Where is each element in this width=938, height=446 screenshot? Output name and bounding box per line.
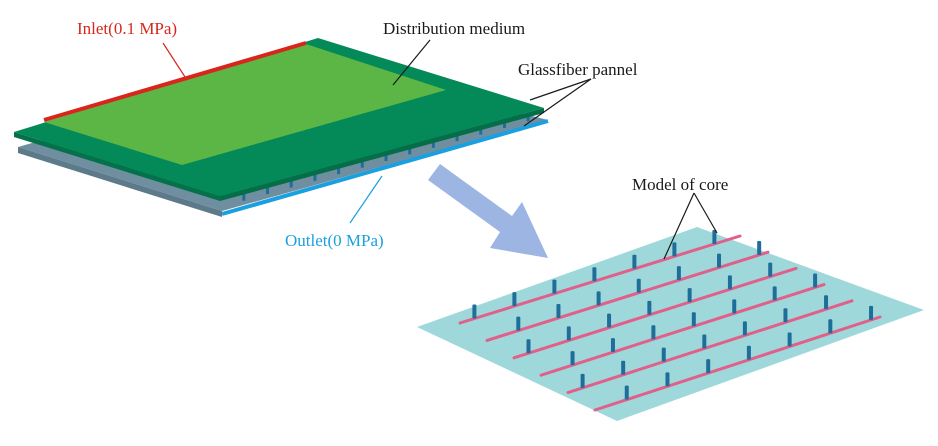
core-post [472, 304, 477, 319]
core-line [485, 250, 770, 342]
core-line [512, 266, 798, 360]
outlet-edge [221, 119, 549, 216]
core-post [526, 339, 531, 354]
core-post [828, 319, 833, 334]
core-post [408, 147, 412, 155]
core-post [313, 173, 317, 181]
core-post [289, 180, 293, 188]
core-post [717, 253, 722, 268]
core-post [676, 266, 681, 281]
distribution-medium [44, 44, 446, 165]
core-post [526, 114, 530, 122]
core-post [672, 242, 677, 257]
top-panel-right-edge [220, 108, 544, 201]
core-post [783, 308, 788, 323]
core-line [458, 234, 742, 325]
core-posts [472, 229, 874, 400]
glassfiber-leader-2 [523, 78, 592, 127]
core-line [539, 283, 826, 377]
core-post [661, 347, 666, 362]
inlet-label: Inlet(0.1 MPa) [77, 19, 177, 38]
core-post [746, 345, 751, 360]
core-post [570, 351, 575, 366]
core-post [824, 295, 829, 310]
inlet-leader [162, 42, 188, 81]
core-line [566, 299, 854, 395]
core-post [732, 299, 737, 314]
bottom-panel-front-edge [18, 147, 222, 217]
core-post [512, 292, 517, 307]
distribution-leader [392, 39, 431, 86]
core-post [566, 326, 571, 341]
core-post [772, 286, 777, 301]
inlet-edge [43, 41, 307, 122]
core-post [702, 334, 707, 349]
core-post [706, 359, 711, 374]
core-post [242, 193, 246, 201]
core-post [712, 229, 717, 244]
outlet-leader [349, 175, 383, 224]
core-post [687, 288, 692, 303]
core-post [552, 279, 557, 294]
transition-arrow [428, 164, 548, 258]
distribution-medium-label: Distribution medium [383, 19, 525, 38]
layup-assembly [14, 38, 549, 217]
glassfiber-leader-1 [529, 78, 592, 101]
core-posts-visible [242, 114, 530, 201]
core-post [727, 275, 732, 290]
core-post [632, 254, 637, 269]
core-post [431, 140, 435, 148]
core-post [455, 134, 459, 142]
core-post [607, 313, 612, 328]
leader-lines [162, 39, 718, 260]
glassfiber-panel-label: Glassfiber pannel [518, 60, 638, 79]
core-base-plate [417, 227, 924, 421]
top-panel-front-edge [14, 132, 220, 201]
core-post [596, 291, 601, 306]
core-leader-1 [663, 192, 695, 260]
core-post [580, 373, 585, 388]
core-post [479, 127, 483, 135]
core-lines [458, 234, 882, 412]
core-post [360, 160, 364, 168]
core-model-label: Model of core [632, 175, 728, 194]
core-post [665, 372, 670, 387]
core-post [337, 167, 341, 175]
core-line [593, 315, 882, 412]
core-post [742, 321, 747, 336]
core-post [647, 300, 652, 315]
core-post [757, 240, 762, 255]
core-post [266, 187, 270, 195]
core-post [787, 332, 792, 347]
core-post [621, 360, 626, 375]
core-post [624, 385, 629, 400]
core-post [384, 154, 388, 161]
core-post [516, 316, 521, 331]
core-model [417, 227, 924, 421]
core-post [651, 325, 656, 340]
core-post [556, 303, 561, 318]
core-post [636, 278, 641, 293]
core-post [592, 267, 597, 282]
core-post [768, 262, 773, 277]
core-post [813, 273, 818, 288]
core-post [502, 120, 506, 128]
core-post [869, 305, 874, 320]
core-post [610, 338, 615, 353]
core-leader-2 [693, 192, 718, 234]
core-post [691, 312, 696, 327]
outlet-label: Outlet(0 MPa) [285, 231, 384, 250]
